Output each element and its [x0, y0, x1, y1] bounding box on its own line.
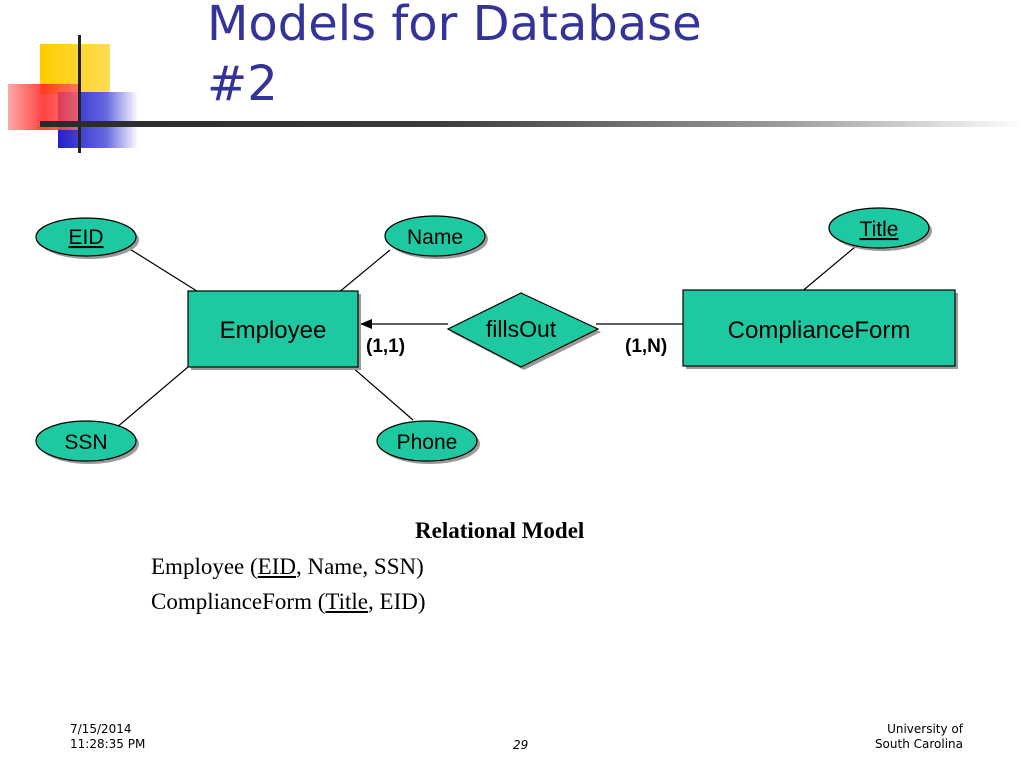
attr-phone: Phone [376, 420, 480, 464]
entity-compliance-form-label: ComplianceForm [728, 317, 911, 344]
slide-title-line1: Models for Database [207, 0, 702, 52]
attr-phone-label: Phone [397, 431, 458, 454]
attr-eid-label: EID [68, 226, 103, 249]
relation-employee-table: Employee ( [151, 554, 258, 579]
footer-time: 11:28:35 PM [70, 737, 146, 751]
entity-employee: Employee [187, 290, 361, 370]
relationship-fillsout: fillsOut [446, 292, 601, 370]
cardinality-employee: (1,1) [366, 336, 405, 357]
footer-date: 7/15/2014 [70, 722, 132, 736]
phone-connector [351, 366, 414, 421]
attr-ssn-label: SSN [64, 431, 107, 454]
title-divider [40, 121, 1024, 127]
entity-compliance-form: ComplianceForm [682, 289, 958, 369]
footer-org-line2: South Carolina [874, 737, 963, 751]
relation-employee-key: EID [257, 554, 296, 579]
attr-title: Title [828, 207, 932, 251]
attr-name: Name [384, 215, 488, 259]
relation-form-key: Title [325, 589, 369, 614]
relational-heading: Relational Model [415, 518, 585, 543]
attr-ssn: SSN [35, 420, 139, 464]
page-number: 29 [513, 738, 529, 752]
attr-eid: EID [35, 217, 139, 259]
relation-form-table: ComplianceForm ( [151, 589, 326, 614]
attr-title-label: Title [860, 218, 899, 241]
logo-vertical-bar [78, 35, 81, 153]
relationship-label: fillsOut [486, 316, 557, 342]
eid-connector [124, 245, 201, 294]
slide-logo [8, 35, 138, 153]
footer-org-line1: University of [887, 722, 963, 736]
footer-datetime: 7/15/2014 11:28:35 PM [70, 722, 145, 752]
relation-compliance-form: ComplianceForm (Title, EID) [151, 589, 426, 615]
relation-employee: Employee (EID, Name, SSN) [151, 554, 424, 580]
relation-employee-rest: , Name, SSN) [295, 554, 424, 579]
ssn-connector [115, 366, 189, 429]
cardinality-form: (1,N) [625, 336, 667, 357]
name-connector [337, 249, 391, 294]
footer-organization: University of South Carolina [875, 722, 963, 752]
slide-title: Models for Database #2 [207, 0, 702, 114]
relation-form-rest: , EID) [368, 589, 426, 614]
title-connector [799, 246, 856, 294]
slide-title-line2: #2 [207, 56, 278, 112]
entity-employee-label: Employee [220, 317, 327, 344]
attr-name-label: Name [407, 226, 463, 249]
